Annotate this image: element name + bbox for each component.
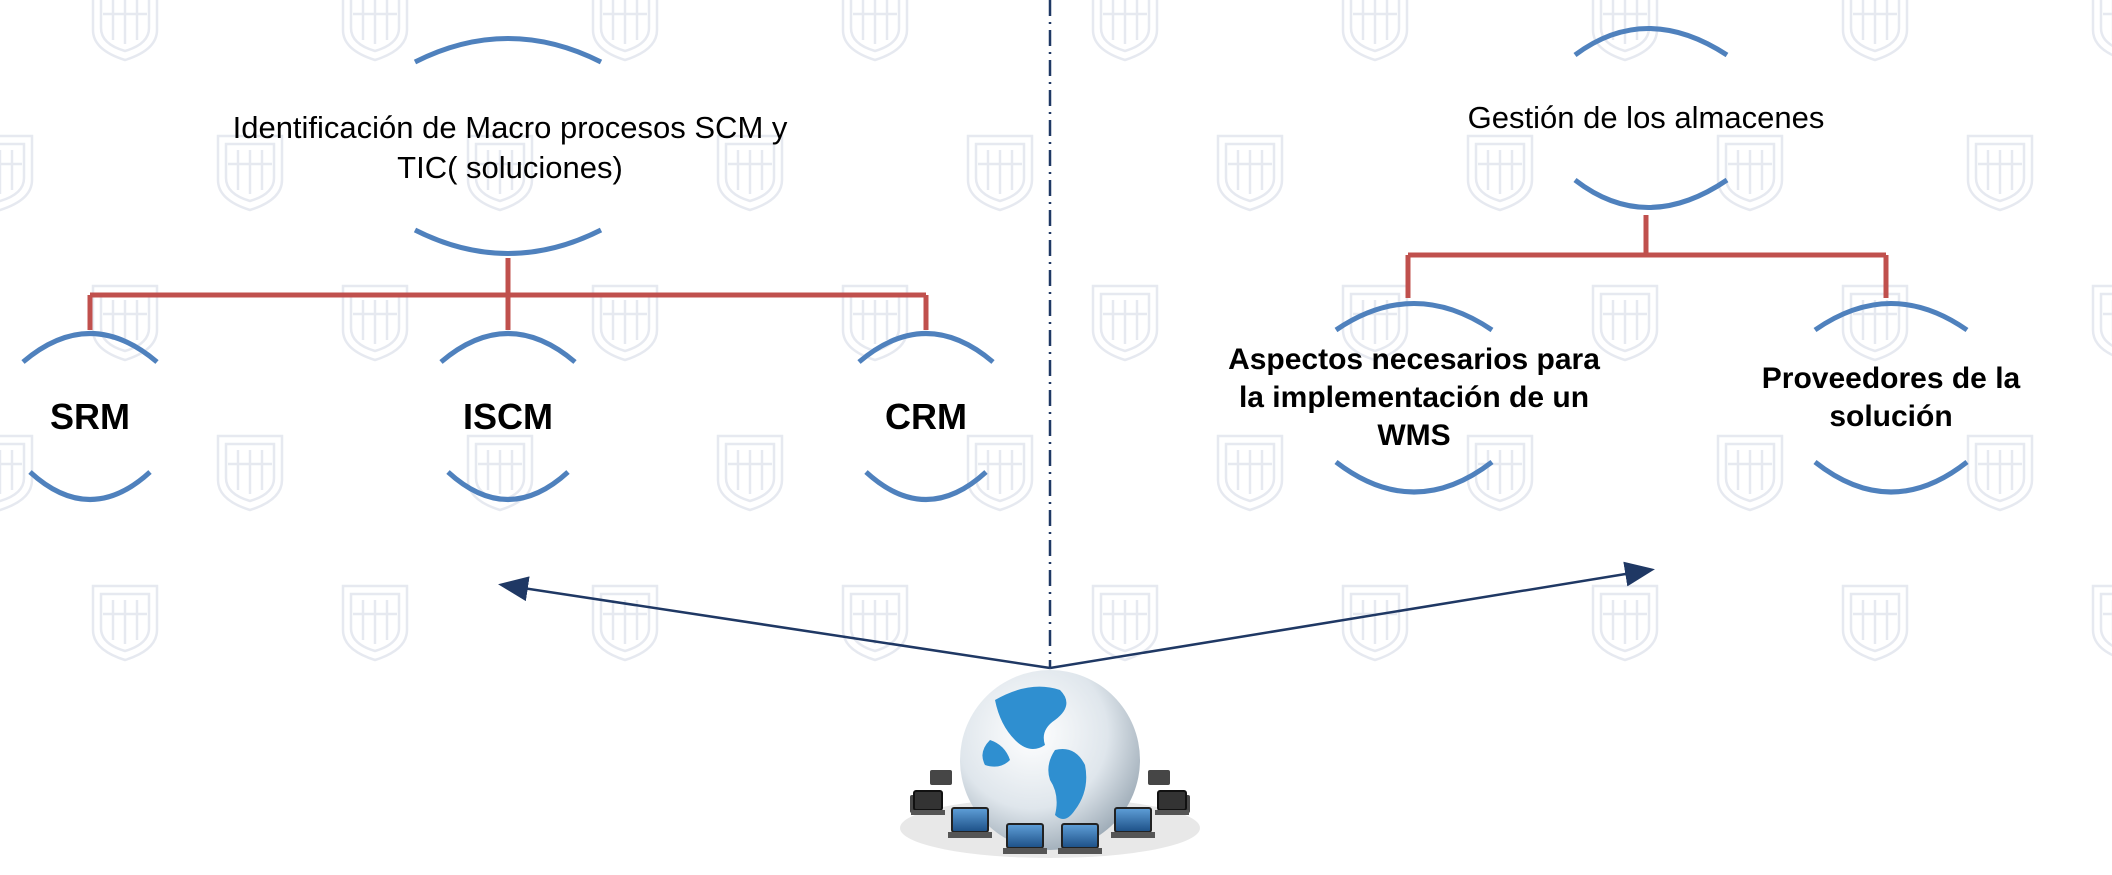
- right-arrow: [1049, 561, 1655, 670]
- iscm-bracket: [439, 331, 577, 502]
- globe-network-icon: [900, 670, 1200, 858]
- srm-label: SRM: [50, 396, 130, 437]
- iscm-label: ISCM: [463, 396, 553, 437]
- left-root-label: Identificación de Macro procesos SCM y T…: [232, 110, 788, 185]
- left-arrow: [498, 576, 1051, 670]
- right-root-bracket: [1573, 26, 1729, 210]
- left-connectors: [87, 258, 929, 330]
- srm-bracket: [21, 331, 159, 502]
- crm-bracket: [857, 331, 995, 502]
- crm-label: CRM: [885, 396, 967, 437]
- wms-bracket: [1334, 301, 1494, 495]
- proveedores-label: Proveedores de la solución: [1761, 362, 2021, 433]
- proveedores-bracket: [1813, 301, 1969, 495]
- right-root-label: Gestión de los almacenes: [1467, 100, 1825, 135]
- wms-label: Aspectos necesarios para la implementaci…: [1228, 343, 1600, 452]
- left-root-bracket: [413, 36, 603, 256]
- right-connectors: [1405, 215, 1889, 298]
- laptop-icons: [911, 790, 1189, 854]
